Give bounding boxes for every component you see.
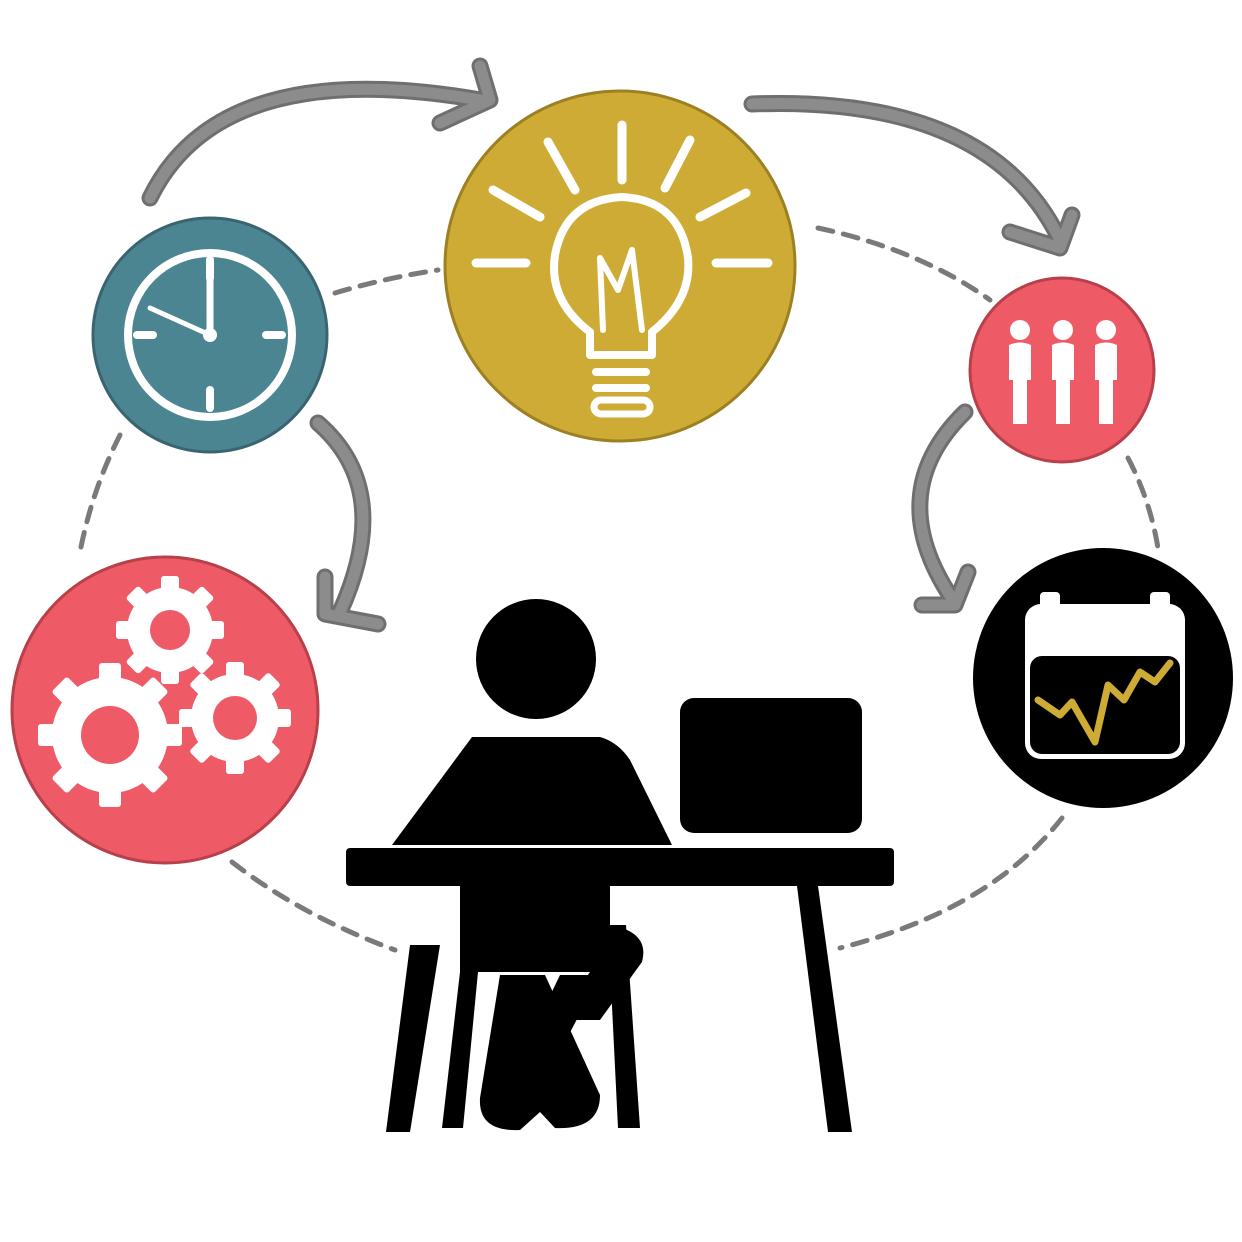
node-analytics — [973, 548, 1233, 808]
gear-icon — [116, 576, 224, 684]
node-clock — [91, 216, 329, 454]
person-icon — [1009, 320, 1031, 424]
gear-icon — [179, 662, 291, 774]
crossed-legs-2 — [512, 975, 600, 1090]
person-icon — [1052, 320, 1074, 424]
node-process — [10, 555, 320, 865]
node-idea — [443, 89, 797, 443]
person-leg — [460, 886, 644, 1020]
desk-top — [346, 848, 894, 886]
dashed-link-process-desk — [229, 859, 398, 953]
dashed-link-clock-process — [77, 432, 123, 555]
gears-icon — [38, 576, 291, 807]
chair-leg-left-inner — [442, 972, 478, 1128]
dashed-cycle — [77, 225, 1161, 953]
arrow-idea-to-team — [743, 94, 1081, 257]
dashed-link-team-analytics — [1125, 455, 1161, 551]
person-at-desk-icon — [346, 599, 894, 1132]
trend-line — [1034, 659, 1174, 746]
clock-icon — [124, 249, 296, 421]
dashed-link-clock-idea — [332, 267, 441, 296]
arrow-clock-to-process — [309, 414, 387, 633]
people-icon — [1009, 320, 1117, 424]
lightbulb-icon — [471, 120, 773, 418]
gear-icon — [38, 663, 182, 807]
desk-leg-right — [797, 886, 852, 1132]
arrow-clock-to-idea — [141, 57, 499, 207]
idea-node-circle — [443, 89, 797, 443]
person-head — [476, 599, 596, 719]
laptop — [680, 698, 862, 833]
node-team — [968, 276, 1156, 464]
arrow-team-to-analytics — [911, 403, 977, 614]
person-torso — [392, 737, 672, 845]
person-icon — [1095, 320, 1117, 424]
chair-leg-left — [386, 945, 440, 1132]
chair-leg-right — [608, 925, 640, 1128]
flow-arrows — [141, 57, 1081, 633]
dashed-link-analytics-desk — [837, 815, 1065, 951]
calendar-chart-icon — [1025, 592, 1185, 759]
dashed-link-idea-team — [815, 225, 993, 303]
